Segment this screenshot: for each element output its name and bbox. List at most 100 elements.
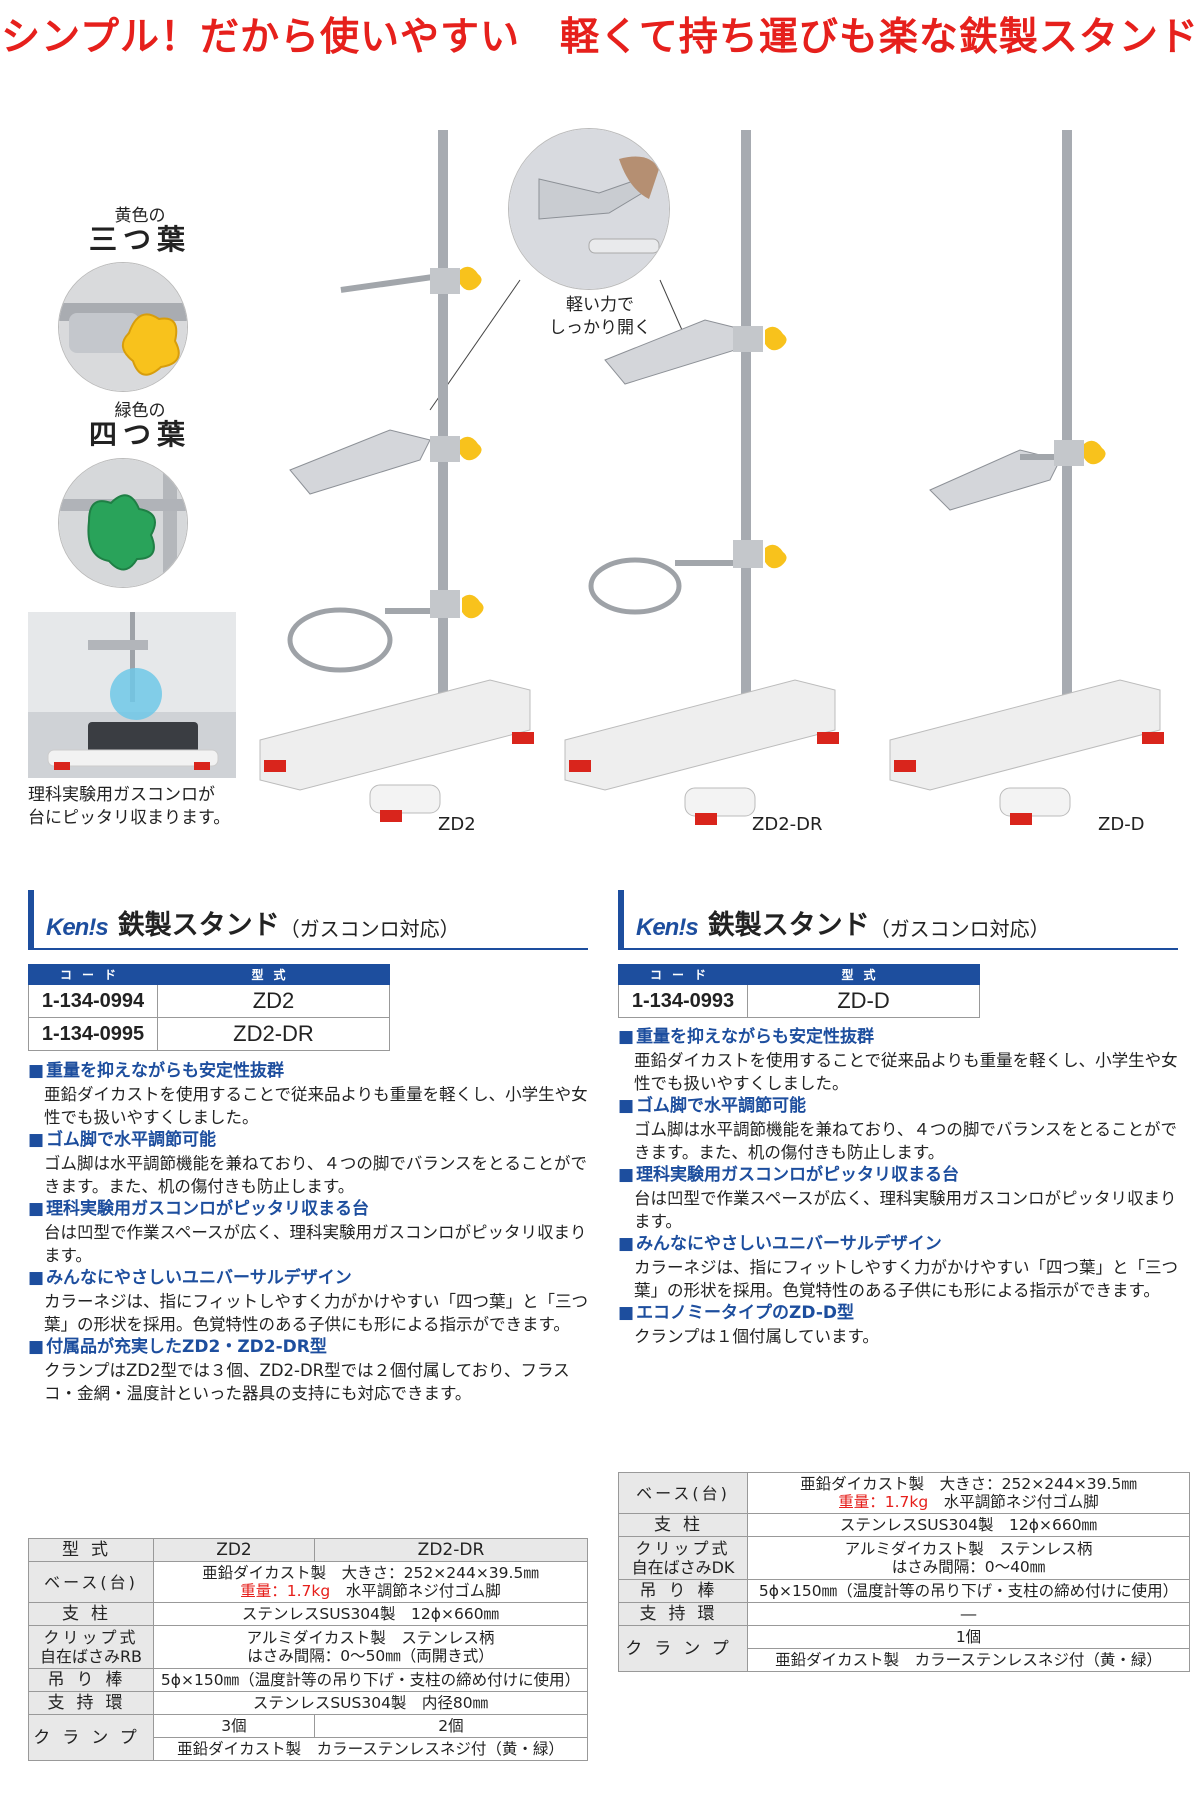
spec-label-ring: 支持環: [618, 1602, 748, 1626]
clamp-opening-closeup-image: [508, 128, 670, 290]
table-row: 支柱 ステンレスSUS304製 12ϕ×660㎜: [28, 1602, 588, 1626]
spec-clip-line1: アルミダイカスト製 ステンレス柄: [246, 1629, 495, 1647]
spec-label-ring: 支持環: [28, 1691, 154, 1715]
table-row: 1-134-0994 ZD2: [28, 984, 390, 1018]
page-headline: シンプル！だから使いやすい 軽くて持ち運びも楽な鉄製スタンド: [1, 15, 1199, 60]
stand-zdd-image: [889, 130, 1164, 825]
feature-title: ゴム脚で水平調節可能: [28, 1129, 598, 1152]
left-spec-table: 型式 ZD2 ZD2-DR ベース(台) 亜鉛ダイカスト製 大きさ：252×24…: [28, 1538, 589, 1761]
right-feature-list: 重量を抑えながらも安定性抜群 亜鉛ダイカストを使用することで従来品よりも重量を軽…: [618, 1026, 1190, 1348]
right-code-table: コード 型式 1-134-0993 ZD-D: [618, 964, 980, 1018]
spec-base-weight: 重量：1.7kg: [838, 1493, 929, 1511]
gas-stove-caption-line1: 理科実験用ガスコンロが: [28, 785, 215, 805]
green-knob-closeup-image: [58, 458, 188, 588]
table-row: クリップ式 自在ばさみRB アルミダイカスト製 ステンレス柄 はさみ間隔：0〜5…: [28, 1625, 588, 1669]
gas-stove-photo: [28, 612, 236, 778]
light-force-caption: 軽い力で しっかり開く: [525, 294, 675, 340]
table-row: 吊り棒 5ϕ×150㎜（温度計等の吊り下げ・支柱の締め付けに使用）: [28, 1668, 588, 1692]
feature-body: 亜鉛ダイカストを使用することで従来品よりも重量を軽くし、小学生や女性でも扱いやす…: [634, 1051, 1178, 1093]
feature-title: 重量を抑えながらも安定性抜群: [28, 1060, 598, 1083]
spec-base-line2: 重量：1.7kg 水平調節ネジ付ゴム脚: [752, 1493, 1185, 1511]
feature-body: 亜鉛ダイカストを使用することで従来品よりも重量を軽くし、小学生や女性でも扱いやす…: [44, 1085, 588, 1127]
spec-clamp-zd2: 3個: [153, 1714, 315, 1738]
table-row: ベース(台) 亜鉛ダイカスト製 大きさ：252×244×39.5㎜ 重量：1.7…: [618, 1472, 1190, 1514]
spec-label-clip: クリップ式 自在ばさみRB: [28, 1625, 154, 1669]
spec-clamp-count: 1個: [747, 1625, 1190, 1649]
feature-title: みんなにやさしいユニバーサルデザイン: [618, 1233, 1190, 1256]
table-row: 吊り棒 5ϕ×150㎜（温度計等の吊り下げ・支柱の締め付けに使用）: [618, 1579, 1190, 1603]
feature-title: エコノミータイプのZD-D型: [618, 1302, 1190, 1325]
spec-base: 亜鉛ダイカスト製 大きさ：252×244×39.5㎜ 重量：1.7kg 水平調節…: [747, 1472, 1190, 1514]
code-header: コード: [618, 964, 748, 985]
spec-label-clip: クリップ式 自在ばさみDK: [618, 1536, 748, 1580]
table-row: 型式 ZD2 ZD2-DR: [28, 1538, 589, 1562]
table-row: 1-134-0993 ZD-D: [618, 984, 980, 1018]
table-row: 亜鉛ダイカスト製 カラーステンレスネジ付（黄・緑）: [619, 1648, 1190, 1672]
spec-header-zd2dr: ZD2-DR: [313, 1538, 589, 1562]
model-header: 型式: [157, 964, 390, 985]
feature-title: 理科実験用ガスコンロがピッタリ収まる台: [618, 1164, 1190, 1187]
gas-stove-caption-line2: 台にピッタリ収まります。: [28, 808, 231, 828]
table-row: ベース(台) 亜鉛ダイカスト製 大きさ：252×244×39.5㎜ 重量：1.7…: [28, 1561, 588, 1603]
feature-body: ゴム脚は水平調節機能を兼ねており、４つの脚でバランスをとることができます。また、…: [44, 1154, 588, 1196]
feature-body: カラーネジは、指にフィットしやすく力がかけやすい「四つ葉」と「三つ葉」の形状を採…: [634, 1258, 1179, 1300]
spec-clip-line2: はさみ間隔：0〜40㎜: [891, 1558, 1046, 1576]
feature-title: 理科実験用ガスコンロがピッタリ収まる台: [28, 1198, 598, 1221]
feature-body: 台は凹型で作業スペースが広く、理科実験用ガスコンロがピッタリ収まります。: [44, 1223, 587, 1265]
left-code-table: コード 型式 1-134-0994 ZD2 1-134-0995 ZD2-DR: [28, 964, 390, 1051]
spec-pillar: ステンレスSUS304製 12ϕ×660㎜: [153, 1602, 588, 1626]
zdd-label: ZD-D: [1098, 814, 1145, 835]
spec-base-line1: 亜鉛ダイカスト製 大きさ：252×244×39.5㎜: [800, 1475, 1137, 1493]
feature-body: 台は凹型で作業スペースが広く、理科実験用ガスコンロがピッタリ収まります。: [634, 1189, 1177, 1231]
left-product-title: 鉄製スタンド: [117, 910, 280, 941]
spec-clip: アルミダイカスト製 ステンレス柄 はさみ間隔：0〜40㎜: [747, 1536, 1190, 1580]
spec-label-model: 型式: [28, 1538, 154, 1562]
spec-label-rod: 吊り棒: [28, 1668, 154, 1692]
feature-body: ゴム脚は水平調節機能を兼ねており、４つの脚でバランスをとることができます。また、…: [634, 1120, 1178, 1162]
feature-title: 重量を抑えながらも安定性抜群: [618, 1026, 1190, 1049]
table-row: 1-134-0995 ZD2-DR: [28, 1017, 390, 1051]
product-code: 1-134-0993: [618, 984, 748, 1018]
spec-base-feet: 水平調節ネジ付ゴム脚: [345, 1582, 501, 1600]
spec-clamp-desc: 亜鉛ダイカスト製 カラーステンレスネジ付（黄・緑）: [747, 1648, 1190, 1672]
spec-ring: ―: [747, 1602, 1190, 1626]
spec-base-feet: 水平調節ネジ付ゴム脚: [943, 1493, 1099, 1511]
spec-base: 亜鉛ダイカスト製 大きさ：252×244×39.5㎜ 重量：1.7kg 水平調節…: [153, 1561, 588, 1603]
left-product-subtitle: （ガスコンロ対応）: [279, 917, 460, 941]
stand-zd2dr-image: [564, 130, 839, 825]
feature-title: 付属品が充実したZD2・ZD2-DR型: [28, 1336, 598, 1359]
spec-clamp-zd2dr: 2個: [313, 1714, 589, 1738]
feature-body: クランプはZD2型では３個、ZD2-DR型では２個付属しており、フラスコ・金網・…: [44, 1361, 570, 1403]
spec-label-pillar: 支柱: [618, 1513, 748, 1537]
green-caption-big: 四つ葉: [88, 418, 191, 451]
spec-label-rod: 吊り棒: [618, 1579, 748, 1603]
stand-zd2-image: [259, 130, 534, 822]
spec-rod: 5ϕ×150㎜（温度計等の吊り下げ・支柱の締め付けに使用）: [153, 1668, 588, 1692]
spec-ring: ステンレスSUS304製 内径80㎜: [153, 1691, 588, 1715]
spec-label-clip-line1: クリップ式: [635, 1539, 731, 1558]
light-force-line1: 軽い力で: [566, 295, 634, 315]
product-code: 1-134-0994: [28, 984, 158, 1018]
product-code: 1-134-0995: [28, 1017, 158, 1051]
table-row: クランプ 3個 2個: [28, 1714, 589, 1761]
right-product-title: 鉄製スタンド: [707, 910, 870, 941]
green-knob-caption: 緑色の 四つ葉: [70, 400, 210, 451]
spec-base-line2: 重量：1.7kg 水平調節ネジ付ゴム脚: [158, 1582, 583, 1600]
zd2-label: ZD2: [438, 814, 476, 835]
right-spec-table: ベース(台) 亜鉛ダイカスト製 大きさ：252×244×39.5㎜ 重量：1.7…: [618, 1472, 1190, 1672]
yellow-knob-closeup-image: [58, 262, 188, 392]
product-model: ZD2: [157, 984, 390, 1018]
table-row: 亜鉛ダイカスト製 カラーステンレスネジ付（黄・緑）: [29, 1737, 588, 1761]
left-product-heading: Ken!s 鉄製スタンド （ガスコンロ対応）: [28, 890, 588, 950]
zd2dr-label: ZD2-DR: [752, 814, 823, 835]
model-header: 型式: [747, 964, 980, 985]
spec-clip-line1: アルミダイカスト製 ステンレス柄: [844, 1540, 1093, 1558]
left-feature-list: 重量を抑えながらも安定性抜群 亜鉛ダイカストを使用することで従来品よりも重量を軽…: [28, 1060, 598, 1405]
feature-body: クランプは１個付属しています。: [634, 1327, 879, 1346]
table-row: クリップ式 自在ばさみDK アルミダイカスト製 ステンレス柄 はさみ間隔：0〜4…: [618, 1536, 1190, 1580]
feature-title: みんなにやさしいユニバーサルデザイン: [28, 1267, 598, 1290]
spec-label-clamp: クランプ: [28, 1714, 154, 1761]
spec-label-base: ベース(台): [28, 1561, 154, 1603]
spec-label-clip-line2: 自在ばさみDK: [631, 1558, 735, 1577]
kenis-logo: Ken!s: [636, 914, 699, 941]
